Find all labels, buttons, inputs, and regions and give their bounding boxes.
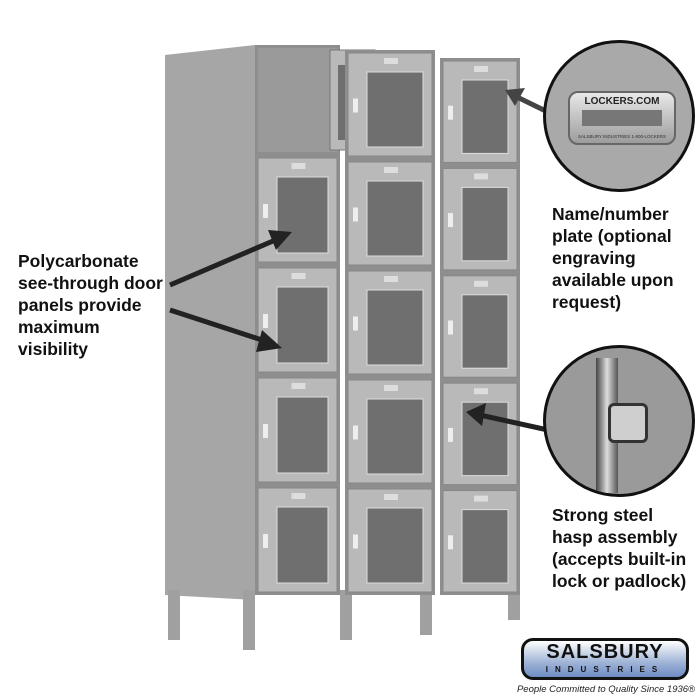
locker-door[interactable] (347, 379, 433, 484)
hasp-icon (353, 98, 358, 113)
number-plate (384, 494, 398, 500)
locker-door[interactable] (257, 377, 338, 483)
number-plate (474, 280, 488, 287)
window-panel (276, 506, 329, 584)
hasp-icon (448, 320, 453, 335)
hasp-icon (353, 534, 358, 549)
number-plate (384, 276, 398, 282)
number-plate (474, 66, 488, 72)
logo-tagline: People Committed to Quality Since 1936® (516, 684, 696, 695)
window-panel (461, 509, 509, 584)
number-plate (384, 167, 398, 173)
hasp-icon (448, 213, 453, 228)
hasp-icon (596, 358, 618, 493)
logo-name: SALSBURY (546, 641, 664, 663)
hasp-zoom-circle (543, 345, 695, 497)
number-plate (291, 383, 306, 389)
arrow-to-panel-lower (169, 307, 282, 352)
locker-door[interactable] (442, 490, 518, 593)
window-panel (366, 71, 424, 148)
window-panel (276, 396, 329, 474)
number-plate (384, 58, 398, 64)
hasp-icon (263, 424, 268, 438)
locker-door[interactable] (257, 267, 338, 373)
number-plate (474, 173, 488, 180)
locker-door[interactable] (442, 60, 518, 163)
hasp-icon (448, 535, 453, 550)
window-panel (366, 507, 424, 584)
logo-sub: INDUSTRIES (545, 665, 665, 674)
window-panel (276, 286, 329, 364)
plate-title: LOCKERS.COM (584, 96, 660, 107)
window-panel (461, 79, 509, 154)
callout-hasp-assembly: Strong steel hasp assembly (accepts buil… (552, 505, 687, 591)
locker-door[interactable] (347, 270, 433, 375)
window-panel (276, 176, 329, 254)
name-number-plate: LOCKERS.COM SALSBURY INDUSTRIES 1-800-LO… (568, 91, 676, 145)
locker-door[interactable] (347, 488, 433, 593)
locker-door[interactable] (257, 487, 338, 593)
locker-leg (508, 590, 520, 620)
number-plate (291, 273, 306, 279)
window-panel (366, 289, 424, 366)
locker-leg (420, 590, 432, 635)
nameplate-zoom-circle: LOCKERS.COM SALSBURY INDUSTRIES 1-800-LO… (543, 40, 695, 192)
hasp-icon (353, 316, 358, 331)
plate-subtitle: SALSBURY INDUSTRIES 1-800-LOCKERS (577, 134, 667, 139)
hasp-icon (263, 314, 268, 328)
window-panel (461, 294, 509, 369)
callout-see-through-panels: Polycarbonate see-through door panels pr… (18, 251, 163, 359)
hasp-icon (353, 207, 358, 222)
locker-door[interactable] (442, 275, 518, 378)
window-panel (366, 398, 424, 475)
hasp-icon (263, 534, 268, 548)
window-panel (366, 180, 424, 257)
locker-door[interactable] (442, 167, 518, 271)
number-plate (384, 385, 398, 391)
number-plate (291, 493, 306, 499)
hasp-icon (448, 105, 453, 120)
salsbury-logo: SALSBURY INDUSTRIES (521, 638, 689, 680)
locker-leg (243, 590, 255, 650)
number-plate (291, 163, 306, 169)
locker-door[interactable] (347, 161, 433, 266)
locker-door[interactable] (257, 157, 338, 263)
locker-leg (340, 590, 352, 640)
hasp-icon (263, 204, 268, 218)
hasp-icon (353, 425, 358, 440)
locker-leg (168, 590, 180, 640)
arrow-to-panel-upper (169, 230, 292, 288)
locker-door[interactable] (347, 52, 433, 157)
window-panel (461, 186, 509, 262)
callout-name-plate: Name/number plate (optional engraving av… (552, 204, 674, 312)
number-plate (474, 388, 488, 395)
arrow-to-hasp (466, 403, 549, 433)
number-plate (474, 495, 488, 502)
locker-door[interactable] (442, 382, 518, 486)
hasp-icon (448, 427, 453, 442)
